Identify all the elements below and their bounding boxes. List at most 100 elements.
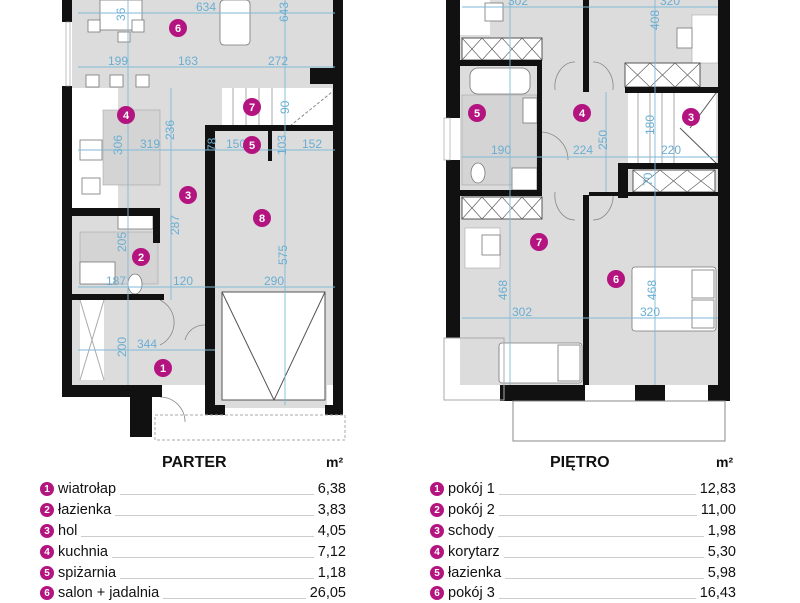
svg-text:103: 103 [275, 135, 289, 155]
room-area: 4,05 [317, 523, 346, 539]
row-number: 4 [430, 545, 444, 559]
svg-text:320: 320 [660, 0, 680, 8]
svg-text:306: 306 [111, 135, 125, 155]
leader-line [115, 515, 314, 516]
row-number: 6 [430, 586, 444, 600]
svg-text:575: 575 [276, 245, 290, 265]
leader-line [498, 494, 696, 495]
row-number: 5 [430, 566, 444, 580]
svg-text:302: 302 [508, 0, 528, 8]
dining-table [85, 0, 150, 88]
room-area: 6,38 [317, 481, 346, 497]
room-marker: 5 [243, 136, 261, 154]
leader-line [81, 536, 314, 537]
terrace-outline [154, 414, 346, 441]
svg-text:120: 120 [173, 274, 193, 288]
stairs [222, 88, 333, 127]
leader-line [120, 578, 314, 579]
door-swing [554, 61, 576, 91]
row-number: 1 [40, 482, 54, 496]
leader-line [503, 557, 704, 558]
room-name: spiżarnia [58, 565, 117, 581]
chair [481, 234, 501, 256]
row-number: 2 [40, 503, 54, 517]
room-name: salon + jadalnia [58, 585, 160, 601]
leader-line [498, 515, 697, 516]
svg-text:287: 287 [168, 215, 182, 235]
room-area: 5,98 [707, 565, 736, 581]
svg-text:344: 344 [137, 337, 157, 351]
room-marker: 6 [607, 270, 625, 288]
room-marker: 2 [132, 248, 150, 266]
room-name: łazienka [58, 502, 112, 518]
svg-text:643: 643 [277, 2, 291, 22]
shower-tray [79, 261, 116, 285]
svg-text:200: 200 [115, 337, 129, 357]
walls-parter [62, 0, 343, 437]
table-row: 5 łazienka 5,98 [430, 563, 736, 583]
row-number: 6 [40, 586, 54, 600]
desk [691, 14, 719, 64]
garage-door [221, 291, 326, 401]
svg-text:205: 205 [115, 232, 129, 252]
room-marker: 8 [253, 209, 271, 227]
svg-text:180: 180 [643, 115, 657, 135]
leader-line [505, 578, 704, 579]
room-marker: 5 [468, 104, 486, 122]
sofa [219, 0, 251, 46]
door-swing [184, 324, 206, 341]
leader-line [111, 557, 314, 558]
dimension-lines [462, 0, 718, 385]
stairs [628, 92, 717, 164]
svg-text:190: 190 [491, 143, 511, 157]
svg-text:36: 36 [114, 7, 128, 21]
balcony [512, 400, 726, 442]
room-marker: 3 [179, 186, 197, 204]
svg-text:320: 320 [640, 305, 660, 319]
room-marker: 4 [117, 106, 135, 124]
leader-line [498, 598, 696, 599]
room-marker: 1 [154, 359, 172, 377]
row-number: 3 [430, 524, 444, 538]
room-area: 12,83 [699, 481, 736, 497]
double-bed [631, 266, 717, 332]
svg-text:236: 236 [163, 120, 177, 140]
floor-plans: 36 634 643 199 163 272 90 236 306 319 78… [62, 0, 730, 442]
dimension-lines [78, 0, 335, 405]
svg-text:290: 290 [264, 274, 284, 288]
svg-text:4: 4 [579, 108, 586, 120]
svg-text:302: 302 [512, 305, 532, 319]
room-area: 11,00 [700, 502, 736, 518]
room-area: 1,98 [707, 523, 736, 539]
room-marker: 4 [573, 104, 591, 122]
svg-text:1: 1 [160, 363, 166, 375]
toilet-icon [127, 273, 143, 295]
room-area: 1,18 [317, 565, 346, 581]
leader-line [497, 536, 704, 537]
table-unit: m² [326, 454, 344, 470]
svg-text:319: 319 [140, 137, 160, 151]
door-swing [539, 131, 569, 161]
sink-icon [81, 177, 101, 195]
svg-text:5: 5 [474, 108, 480, 120]
leader-line [163, 598, 306, 599]
table-title: PARTER [162, 454, 227, 471]
leader-line [120, 494, 314, 495]
table-title: PIĘTRO [550, 454, 610, 471]
room-name: pokój 1 [448, 481, 495, 497]
chair [676, 27, 693, 49]
svg-text:90: 90 [278, 100, 292, 114]
svg-text:163: 163 [178, 54, 198, 68]
washbasin [117, 214, 154, 230]
room-area: 5,30 [707, 544, 736, 560]
room-name: łazienka [448, 565, 502, 581]
svg-text:3: 3 [688, 112, 694, 124]
svg-text:468: 468 [645, 280, 659, 300]
